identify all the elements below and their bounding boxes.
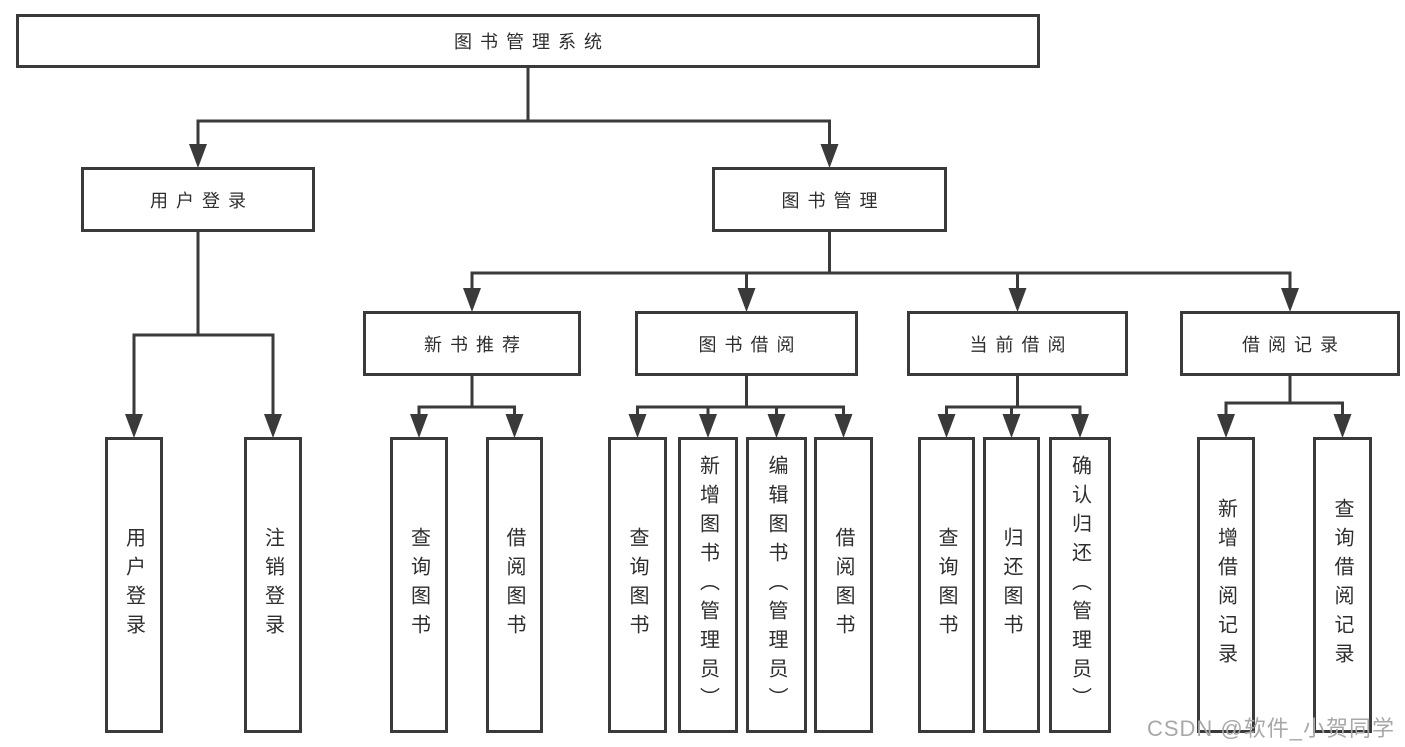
node-label-v-add-book: 新增图书（管理员） [696, 454, 719, 716]
arrowhead-icon [1281, 288, 1299, 312]
node-label-v-edit-book: 编辑图书（管理员） [765, 454, 787, 716]
arrowhead-icon [1071, 414, 1089, 438]
node-v-return-book: 归还图书 [983, 437, 1040, 733]
node-v-query-borrow-record: 查询借阅记录 [1313, 437, 1372, 733]
watermark: CSDN @软件_小贺同学 [1146, 716, 1395, 741]
node-borrow-record: 借阅记录 [1180, 311, 1400, 376]
node-root: 图书管理系统 [16, 14, 1040, 68]
arrowhead-icon [628, 414, 647, 438]
node-user-login: 用户登录 [81, 167, 315, 232]
arrowhead-icon [505, 414, 524, 438]
node-label-v-logout: 注销登录 [261, 527, 284, 643]
node-v-query-book-c: 查询图书 [918, 437, 975, 733]
arrowhead-icon [1333, 414, 1352, 438]
arrowhead-icon [125, 414, 143, 438]
arrowhead-icon [767, 414, 786, 438]
arrowhead-icon [264, 414, 282, 438]
node-v-logout: 注销登录 [244, 437, 302, 733]
node-label-v-confirm-return: 确认归还（管理员） [1068, 454, 1091, 716]
node-label-v-return-book: 归还图书 [1000, 527, 1022, 643]
node-label-v-borrow-book-a: 借阅图书 [503, 527, 525, 643]
arrowhead-icon [699, 414, 717, 438]
arrowhead-icon [1002, 414, 1021, 438]
arrowhead-icon [410, 414, 428, 438]
node-book-mgmt: 图书管理 [712, 167, 947, 232]
arrowhead-icon [1008, 288, 1027, 312]
node-label-root: 图书管理系统 [454, 32, 610, 52]
node-label-book-borrow: 图书借阅 [698, 334, 803, 355]
node-new-book-rec: 新书推荐 [363, 311, 581, 376]
node-label-v-borrow-book-b: 借阅图书 [832, 527, 854, 643]
node-label-borrow-record: 借阅记录 [1242, 334, 1346, 355]
arrowhead-icon [463, 288, 481, 312]
arrowhead-icon [189, 144, 207, 168]
node-label-v-query-book-c: 查询图书 [935, 527, 957, 643]
node-v-borrow-book-b: 借阅图书 [814, 437, 873, 733]
node-label-current-borrow: 当前借阅 [969, 334, 1074, 355]
node-current-borrow: 当前借阅 [907, 311, 1128, 376]
node-v-query-book-a: 查询图书 [390, 437, 448, 733]
node-v-query-book-b: 查询图书 [608, 437, 667, 733]
arrowhead-icon [1217, 414, 1235, 438]
node-label-v-query-borrow-record: 查询借阅记录 [1331, 498, 1353, 672]
node-book-borrow: 图书借阅 [635, 311, 858, 376]
node-label-new-book-rec: 新书推荐 [424, 334, 528, 355]
node-label-v-user-login: 用户登录 [122, 527, 145, 643]
node-label-book-mgmt: 图书管理 [781, 190, 886, 211]
node-label-v-query-book-b: 查询图书 [626, 527, 648, 643]
node-v-add-book: 新增图书（管理员） [678, 437, 738, 733]
node-label-v-query-book-a: 查询图书 [407, 527, 430, 643]
node-label-v-add-borrow-record: 新增借阅记录 [1214, 498, 1237, 672]
node-v-edit-book: 编辑图书（管理员） [746, 437, 807, 733]
node-v-add-borrow-record: 新增借阅记录 [1197, 437, 1255, 733]
arrowhead-icon [737, 288, 756, 312]
node-v-confirm-return: 确认归还（管理员） [1049, 437, 1111, 733]
node-v-user-login: 用户登录 [105, 437, 163, 733]
arrowhead-icon [834, 414, 853, 438]
arrowhead-icon [937, 414, 956, 438]
node-label-user-login: 用户登录 [150, 190, 254, 211]
arrowhead-icon [820, 144, 839, 168]
node-v-borrow-book-a: 借阅图书 [486, 437, 543, 733]
